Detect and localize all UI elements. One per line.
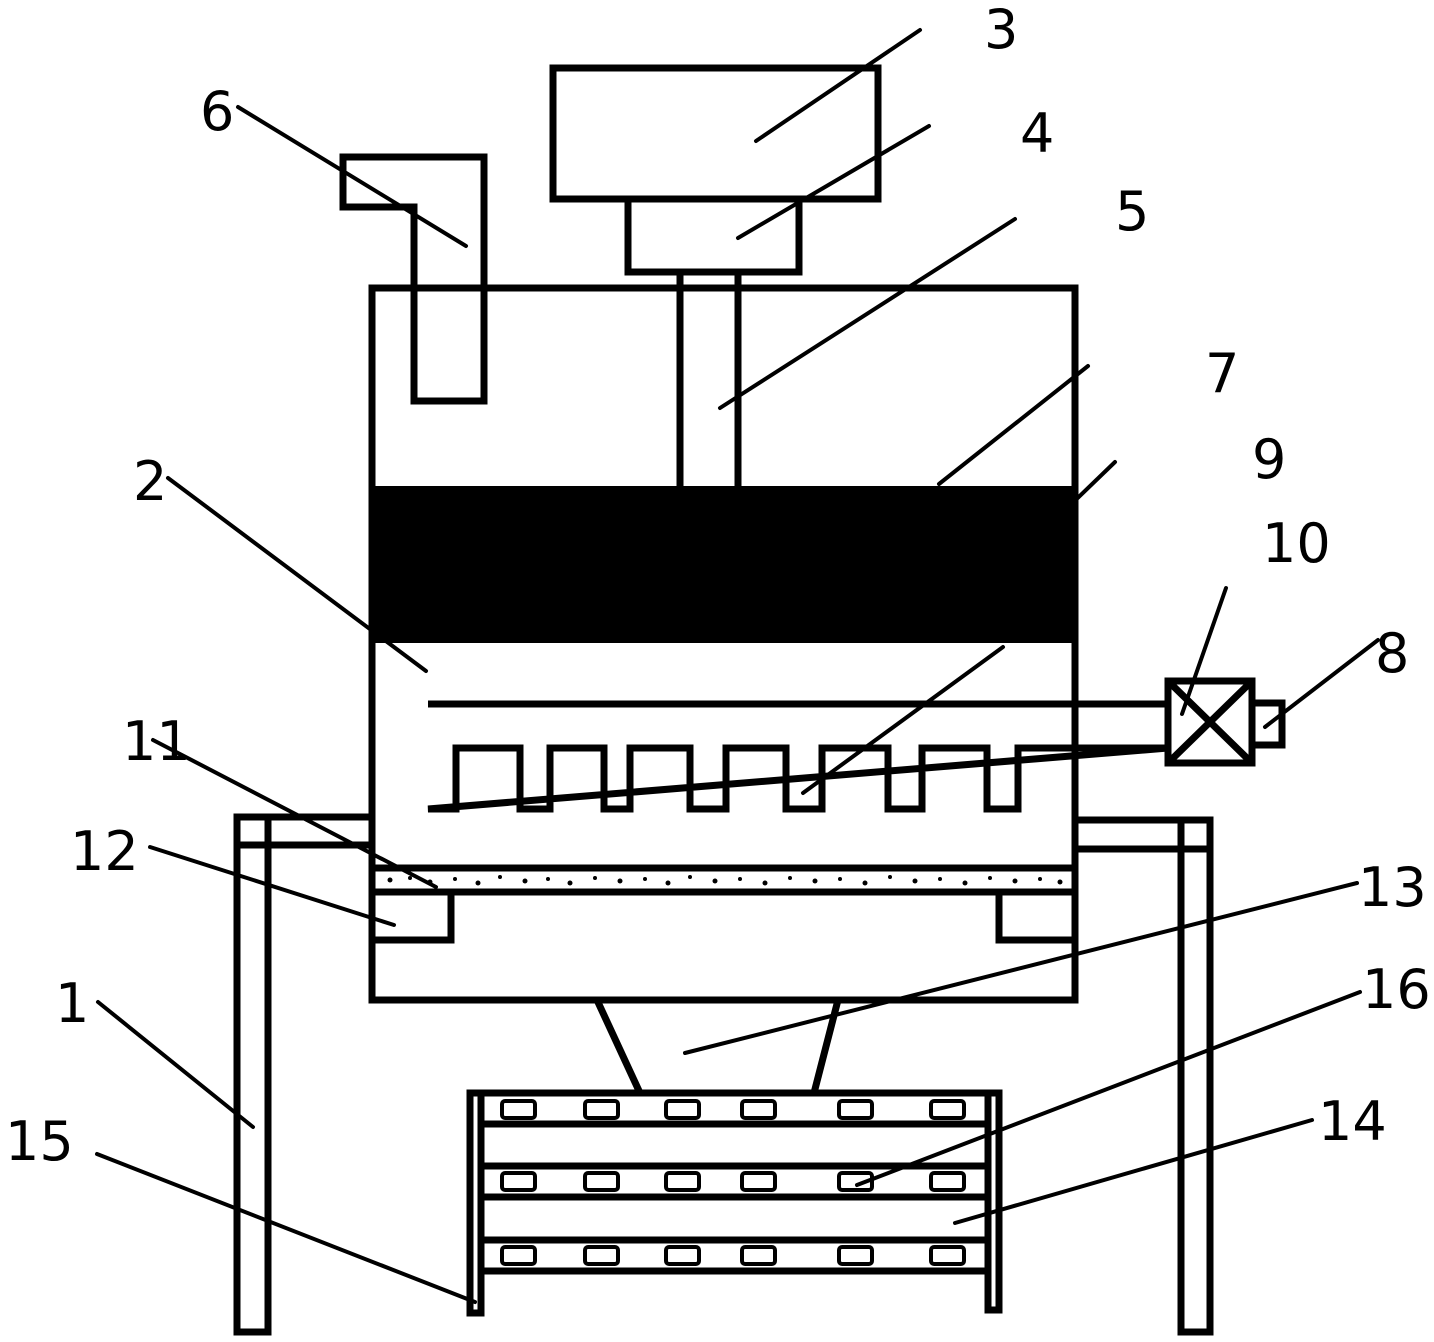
label-16: 16 <box>1362 958 1431 1021</box>
outlet-nozzle <box>1248 699 1286 749</box>
leader-9-lower <box>801 645 1005 795</box>
leader-4 <box>736 124 931 240</box>
label-12: 12 <box>70 820 139 883</box>
label-7: 7 <box>1205 342 1239 405</box>
label-9: 9 <box>1252 428 1286 491</box>
leader-16 <box>855 990 1362 1187</box>
label-10: 10 <box>1262 512 1331 575</box>
comb-pipe <box>427 700 1169 813</box>
label-2: 2 <box>133 450 167 513</box>
label-3: 3 <box>984 0 1018 61</box>
filter-speckles <box>387 875 1063 886</box>
leader-13 <box>683 881 1359 1055</box>
tray-slots <box>500 1099 966 1266</box>
reducer-box <box>624 195 803 276</box>
leader-7 <box>937 364 1090 486</box>
leader-6 <box>236 105 468 248</box>
label-4: 4 <box>1020 102 1054 165</box>
label-15: 15 <box>5 1110 74 1173</box>
leader-10 <box>1180 586 1228 716</box>
support-block-right <box>995 888 1075 944</box>
leader-12 <box>148 845 396 927</box>
leader-11 <box>151 738 438 889</box>
filter-layer <box>368 864 1079 896</box>
leader-9-upper <box>1001 460 1117 572</box>
motor-box <box>549 64 882 203</box>
leader-2 <box>166 476 428 673</box>
inlet-pipe <box>339 153 488 405</box>
label-13: 13 <box>1358 856 1427 919</box>
leader-1 <box>96 1000 255 1129</box>
label-5: 5 <box>1115 180 1149 243</box>
rack-post-right <box>984 1089 1003 1314</box>
leader-15 <box>95 1152 477 1304</box>
leader-8 <box>1263 638 1380 729</box>
label-8: 8 <box>1375 622 1409 685</box>
frame-leg-left <box>233 813 272 1336</box>
tank-body <box>368 284 1079 1004</box>
press-plate <box>370 486 1077 643</box>
support-block-left <box>372 888 455 944</box>
label-11: 11 <box>122 710 191 773</box>
rack-post-left <box>466 1089 485 1317</box>
hopper-left <box>593 998 644 1095</box>
leader-14 <box>953 1118 1314 1225</box>
label-6: 6 <box>200 80 234 143</box>
frame-leg-right <box>1177 816 1214 1336</box>
leader-5 <box>718 217 1017 410</box>
valve-cross-b <box>1165 678 1255 766</box>
label-14: 14 <box>1318 1090 1387 1153</box>
leader-3 <box>754 28 922 143</box>
label-1: 1 <box>55 972 89 1035</box>
